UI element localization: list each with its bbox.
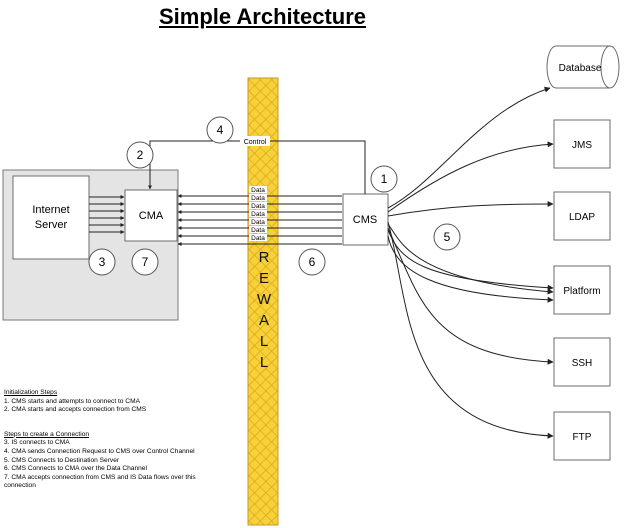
firewall xyxy=(247,77,279,526)
conn-step-5: 5. CMS Connects to Destination Server xyxy=(4,456,120,464)
init-step-2: 2. CMA starts and accepts connection fro… xyxy=(4,406,147,414)
internet-server-label-line1: Internet xyxy=(32,204,69,216)
ssh-box xyxy=(553,337,611,387)
conn-steps-heading: Steps to create a Connection xyxy=(4,430,90,438)
step-marker-6-label: 6 xyxy=(309,255,316,269)
ldap-box xyxy=(553,191,611,241)
page-title: Simple Architecture xyxy=(158,4,367,29)
step-marker-7 xyxy=(131,248,159,276)
conn-step-4: 4. CMA sends Connection Request to CMS o… xyxy=(4,447,195,455)
is-to-cma-arrows xyxy=(89,195,125,234)
conn-step-3: 3. IS connects to CMA xyxy=(4,439,70,447)
platform-label: Platform xyxy=(563,286,600,297)
data-channel-label: Data xyxy=(251,203,265,210)
init-steps-heading: Initialization Steps xyxy=(4,389,58,396)
data-channel-label: Data xyxy=(251,211,265,218)
conn-step-7: 7. CMA accepts connection from CMS and I… xyxy=(4,473,196,490)
data-label-background xyxy=(249,194,267,201)
cms-label: CMS xyxy=(353,214,377,226)
database-label: Database xyxy=(559,63,602,74)
cma-box xyxy=(124,189,178,242)
step-marker-5-label: 5 xyxy=(444,230,451,244)
data-channel-label: Data xyxy=(251,195,265,202)
data-label-background xyxy=(249,186,267,193)
step-marker-3 xyxy=(88,248,116,276)
internet-server-box xyxy=(12,175,90,260)
ldap-label: LDAP xyxy=(569,212,595,223)
data-channel-label: Data xyxy=(251,227,265,234)
cma-label: CMA xyxy=(139,210,164,222)
data-label-background xyxy=(249,218,267,225)
init-step-1: 1. CMS starts and attempts to connect to… xyxy=(4,397,140,405)
step-marker-3-label: 3 xyxy=(99,255,106,269)
data-label-background xyxy=(249,202,267,209)
step-marker-6 xyxy=(298,248,326,276)
step-markers xyxy=(88,116,461,276)
firewall-letter: R xyxy=(259,249,270,266)
internet-server-label-line2: Server xyxy=(35,219,68,231)
firewall-letter: W xyxy=(257,291,272,308)
firewall-letter: L xyxy=(260,354,268,371)
step-marker-1 xyxy=(370,165,398,193)
step-marker-4 xyxy=(206,116,234,144)
step-marker-1-label: 1 xyxy=(381,172,388,186)
step-marker-4-label: 4 xyxy=(217,123,224,137)
platform-box xyxy=(553,265,611,315)
cms-box xyxy=(342,193,389,246)
jms-box xyxy=(553,119,611,169)
conn-step-6: 6. CMS Connects to CMA over the Data Cha… xyxy=(4,465,147,473)
firewall-letter: L xyxy=(260,333,268,350)
data-channel-label: Data xyxy=(251,187,265,194)
step-marker-2-label: 2 xyxy=(137,148,144,162)
jms-label: JMS xyxy=(572,140,592,151)
ftp-label: FTP xyxy=(573,432,592,443)
step-marker-5 xyxy=(433,223,461,251)
data-label-background xyxy=(249,234,267,241)
data-label-background xyxy=(249,226,267,233)
destination-connectors xyxy=(387,86,554,439)
ftp-box xyxy=(553,411,611,461)
data-channel-label: Data xyxy=(251,219,265,226)
ssh-label: SSH xyxy=(572,358,593,369)
data-channel-label: Data xyxy=(251,235,265,242)
step-marker-7-label: 7 xyxy=(142,255,149,269)
control-channel-label: Control xyxy=(244,139,267,146)
firewall-letter: E xyxy=(259,270,269,287)
step-marker-2 xyxy=(126,141,154,169)
firewall-letter: A xyxy=(259,312,269,329)
steps-notes: Initialization Steps 1. CMS starts and a… xyxy=(4,389,204,491)
data-label-background xyxy=(249,210,267,217)
